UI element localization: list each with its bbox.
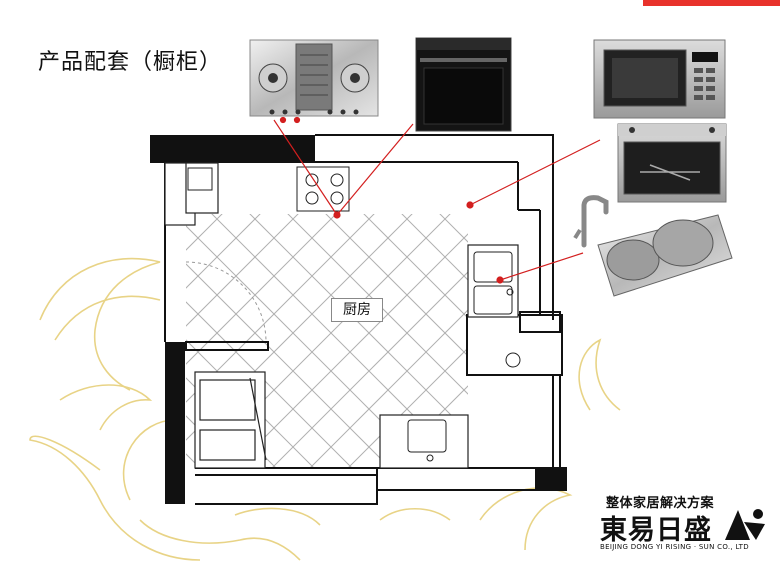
microwave-image xyxy=(593,39,726,119)
sink-image xyxy=(573,195,733,297)
leader-lines xyxy=(273,116,601,284)
brand-subtitle: BEIJING DONG YI RISING · SUN CO., LTD xyxy=(600,543,749,551)
decorative-flourish xyxy=(29,257,621,561)
built-in-oven-image xyxy=(415,37,512,132)
room-label: 厨房 xyxy=(331,298,383,322)
top-accent-bar xyxy=(643,0,780,6)
brand-mascot-icon xyxy=(725,509,765,540)
brand-tagline: 整体家居解决方案 xyxy=(606,496,715,511)
door-swing xyxy=(185,261,267,343)
steam-oven-image xyxy=(617,123,727,203)
plan-hob xyxy=(296,166,350,212)
plan-basin xyxy=(407,419,447,462)
slide-title: 产品配套（橱柜） xyxy=(38,50,223,75)
brand-name: 東易日盛 xyxy=(600,515,712,546)
counters xyxy=(164,162,519,469)
plan-fixtures xyxy=(187,167,521,368)
plan-sink xyxy=(473,251,514,315)
gas-hob-image xyxy=(249,39,379,117)
